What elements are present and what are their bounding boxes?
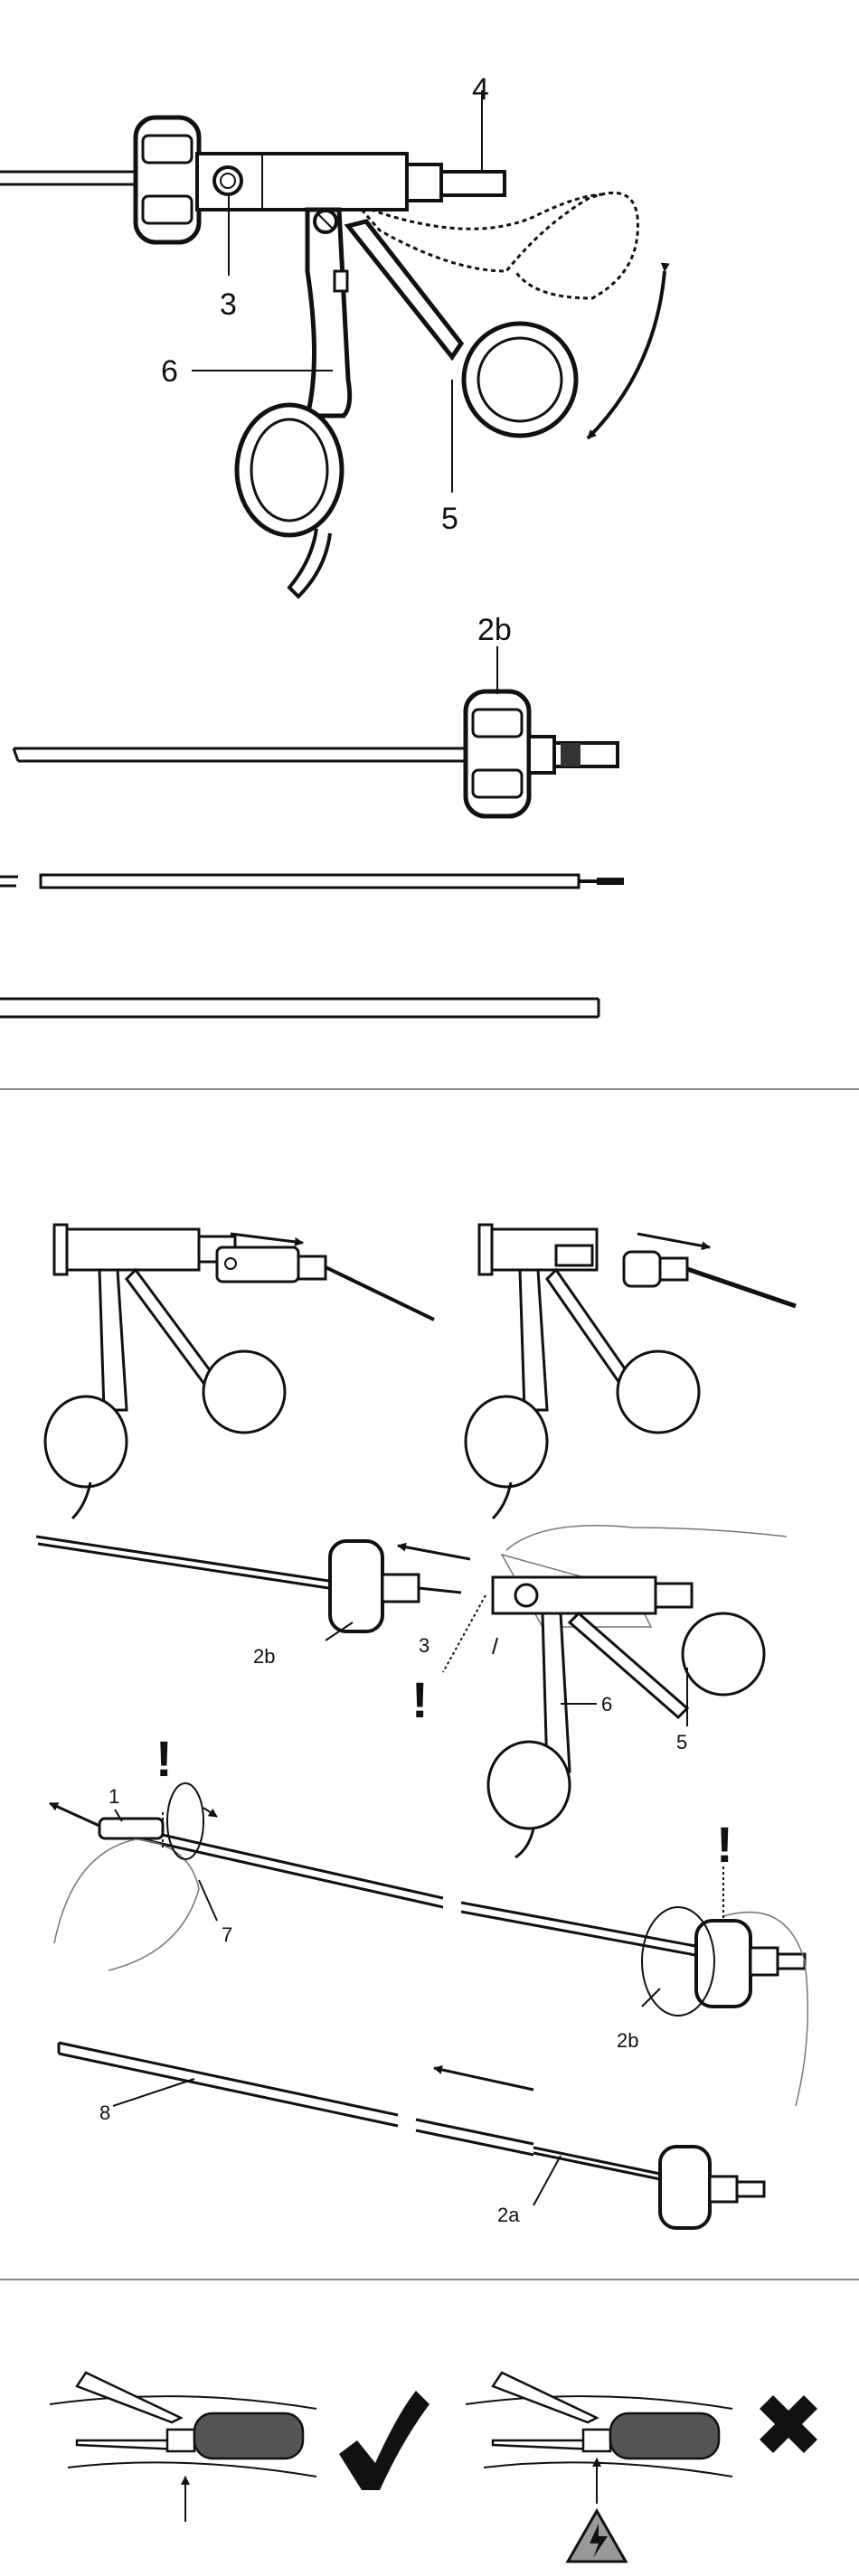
incorrect-usage-figure	[466, 2373, 817, 2562]
jaw-insert	[0, 875, 624, 888]
label-8: 8	[99, 2101, 110, 2124]
section-2-assembly-steps: 2b 3 ! 6 5 1 !	[36, 1225, 807, 2228]
label-5: 5	[441, 502, 458, 536]
handle-housing	[197, 154, 505, 210]
label-3: 3	[220, 287, 237, 322]
exclamation-3: !	[716, 1816, 733, 1873]
step-handle-insert-right	[466, 1225, 796, 1518]
check-icon	[339, 2391, 430, 2490]
section-1-instrument-parts: 4 3 6 5 2b	[0, 72, 665, 1017]
flushing-port	[214, 167, 241, 194]
cross-icon	[760, 2395, 817, 2453]
outer-tube	[0, 999, 599, 1017]
label-6: 6	[161, 354, 178, 389]
label-2b-lock: 2b	[617, 2029, 638, 2052]
instrument-shaft	[0, 172, 145, 184]
step-handle-insert-left	[45, 1225, 434, 1518]
label-1: 1	[109, 1785, 119, 1808]
label-5-step: 5	[676, 1731, 687, 1753]
fixed-handle	[237, 210, 350, 597]
step-connect-sheath: 2b 3 ! 6 5	[36, 1526, 787, 1857]
label-2b: 2b	[477, 613, 512, 647]
correct-usage-figure	[50, 2373, 430, 2522]
rotation-knob	[136, 118, 199, 242]
movable-handle	[335, 221, 576, 436]
label-4: 4	[472, 72, 489, 107]
outer-sheath-assembly: 2b	[14, 613, 618, 816]
step-lock-assembly: 1 ! 7 ! 2b	[50, 1730, 807, 2106]
step-slide-tube: 8 2a	[59, 2043, 764, 2228]
label-2b-step: 2b	[253, 1645, 275, 1668]
label-2a: 2a	[497, 2204, 520, 2226]
label-3-step: 3	[419, 1634, 430, 1657]
movement-arrow	[588, 271, 665, 438]
section-3-usage-warning	[50, 2373, 817, 2562]
label-7: 7	[222, 1923, 232, 1946]
insulation-sleeve	[194, 2413, 303, 2458]
label-6-step: 6	[601, 1693, 612, 1716]
high-voltage-warning-icon	[568, 2511, 626, 2562]
exclamation-1: !	[411, 1671, 429, 1728]
exclamation-2: !	[156, 1730, 173, 1787]
